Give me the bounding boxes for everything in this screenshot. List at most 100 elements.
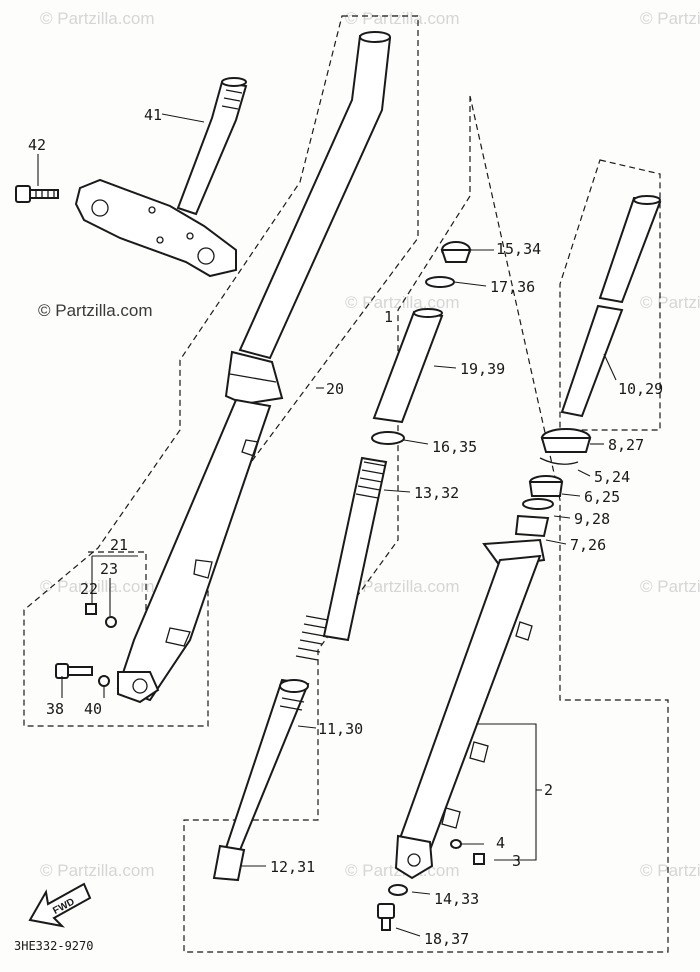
collar-line [229, 373, 277, 383]
left-fork-assembly-boundary [23, 15, 419, 727]
watermark: © Partzilla.com [40, 9, 155, 28]
callout-label: 18,37 [424, 930, 469, 948]
watermark: © Partzilla.com [345, 9, 460, 28]
under-bracket [74, 178, 237, 278]
drain-washer [450, 839, 462, 849]
small-hardware [55, 603, 117, 687]
spring-coils [295, 615, 329, 661]
watermark: © Partzilla.com [38, 301, 153, 320]
forward-arrow-icon: FWD [28, 882, 92, 928]
small-washer [105, 616, 117, 628]
bracket-hole [91, 199, 109, 217]
leader-13 [383, 489, 411, 493]
leader-14 [411, 891, 431, 895]
callout-label: 17,36 [490, 278, 535, 296]
cap-bolt-thread [440, 249, 472, 263]
callout-label: 1 [384, 308, 393, 326]
retaining-clip [539, 457, 579, 465]
callout-label: 11,30 [318, 720, 363, 738]
bolt-shank [29, 189, 59, 199]
callout-label: 6,25 [584, 488, 620, 506]
o-ring [425, 276, 455, 288]
inner-tube-lower [560, 304, 624, 418]
leader-5 [577, 469, 591, 477]
fwd-arrow-shape [28, 882, 92, 928]
callout-label: 40 [84, 700, 102, 718]
callout-label: 20 [326, 380, 344, 398]
steering-stem [176, 80, 248, 216]
fork-lug [469, 741, 489, 763]
drain-bolt [473, 853, 485, 865]
leader-6 [561, 493, 581, 497]
oil-lock-piece [212, 844, 246, 882]
bolt-head [15, 185, 31, 203]
leader-41 [161, 113, 205, 123]
callout-label: 10,29 [618, 380, 663, 398]
callout-label: 7,26 [570, 536, 606, 554]
spring-seat [371, 431, 405, 445]
callout-label: 41 [144, 106, 162, 124]
axle-washer [98, 675, 110, 687]
callout-label: 2 [544, 781, 553, 799]
tube-top [633, 195, 661, 205]
right-fork-parts [377, 195, 662, 931]
damper-rod-bolt-shank [381, 917, 391, 931]
fork-outer-tube-right [396, 554, 542, 852]
callout-label: 13,32 [414, 484, 459, 502]
outer-tube-axle-end [394, 834, 434, 880]
bracket-hole [197, 247, 215, 265]
axle-hole [132, 678, 148, 694]
callout-label: 12,31 [270, 858, 315, 876]
bracket-bolt-hole [156, 236, 164, 244]
watermark: © Partzilla.com [40, 861, 155, 880]
front-fork-assembly [116, 31, 392, 704]
leader-9 [553, 515, 571, 519]
damper-piston [279, 679, 309, 693]
oil-seal-body [528, 481, 564, 497]
callout-label: 22 [80, 580, 98, 598]
callout-label: 23 [100, 560, 118, 578]
leader-16 [403, 439, 429, 445]
callout-label: 9,28 [574, 510, 610, 528]
watermark: © Partzilla.com [640, 861, 700, 880]
callout-label: 5,24 [594, 468, 630, 486]
callout-label: 14,33 [434, 890, 479, 908]
spring-coils [355, 461, 387, 499]
callout-label: 3 [512, 852, 521, 870]
fork-lug [193, 559, 213, 579]
steering-stem-bracket [74, 77, 248, 278]
leader-22-23 [91, 556, 111, 616]
callout-label: 8,27 [608, 436, 644, 454]
dust-seal-body [540, 437, 592, 453]
inner-fork-assembly-boundary [183, 95, 669, 953]
axle-hole [407, 853, 421, 867]
fork-lug [515, 621, 533, 641]
watermark: © Partzilla.com [640, 293, 700, 312]
fork-internals [212, 241, 472, 882]
leader-7 [545, 539, 567, 545]
tube-group-boundary [559, 159, 661, 431]
watermark: © Partzilla.com [640, 9, 700, 28]
fork-lug [241, 439, 259, 457]
seal-washer [522, 498, 554, 510]
callout-label: 21 [110, 536, 128, 554]
watermark: © Partzilla.com [345, 577, 460, 596]
slide-bushing [514, 514, 550, 538]
leader-2 [476, 723, 542, 861]
leader-38-40 [61, 676, 105, 698]
stem-top [221, 77, 247, 87]
leader-10 [603, 353, 617, 381]
leader-17 [453, 281, 487, 287]
fork-spring-body [322, 456, 388, 642]
copper-washer [388, 884, 408, 896]
watermark: © Partzilla.com [345, 293, 460, 312]
piston-ring [279, 697, 305, 711]
callout-label: 38 [46, 700, 64, 718]
leader-11 [297, 725, 317, 729]
callout-label: 19,39 [460, 360, 505, 378]
fork-lug [441, 807, 461, 829]
watermark: © Partzilla.com [40, 577, 155, 596]
callout-label: 15,34 [496, 240, 541, 258]
